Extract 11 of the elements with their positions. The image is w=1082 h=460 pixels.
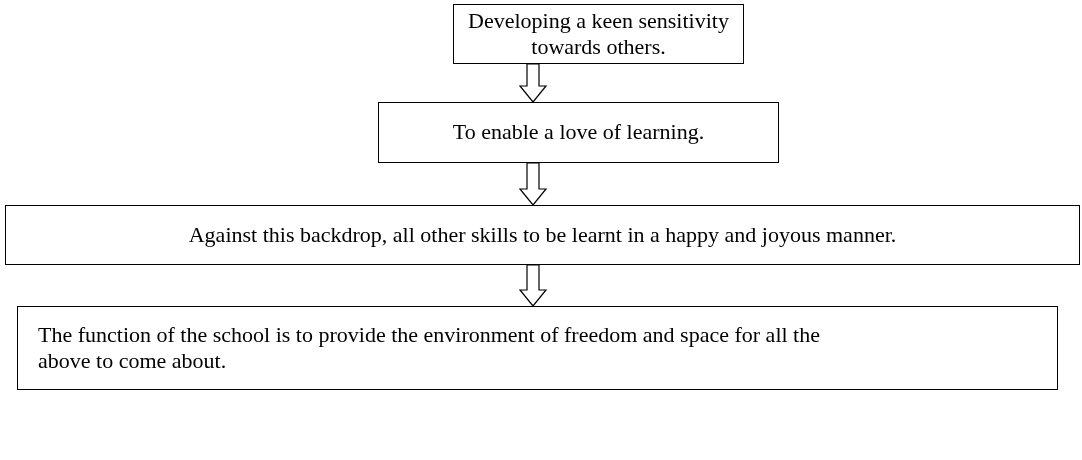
process-box (17, 306, 1058, 390)
process-box (5, 205, 1080, 265)
block-arrow (518, 63, 548, 103)
box-text: The function of the school is to provide the environment of freedom and space for all the above to come about. (38, 321, 821, 375)
box-text: Against this backdrop, all other skills to be learnt in a happy and joyous manner. (188, 221, 897, 249)
process-box (378, 102, 779, 163)
process-box (453, 4, 744, 64)
block-arrow (518, 162, 548, 206)
block-arrow (518, 264, 548, 307)
box-text: Developing a keen sensitivity towards others. (467, 7, 730, 61)
box-text: To enable a love of learning. (452, 119, 705, 146)
